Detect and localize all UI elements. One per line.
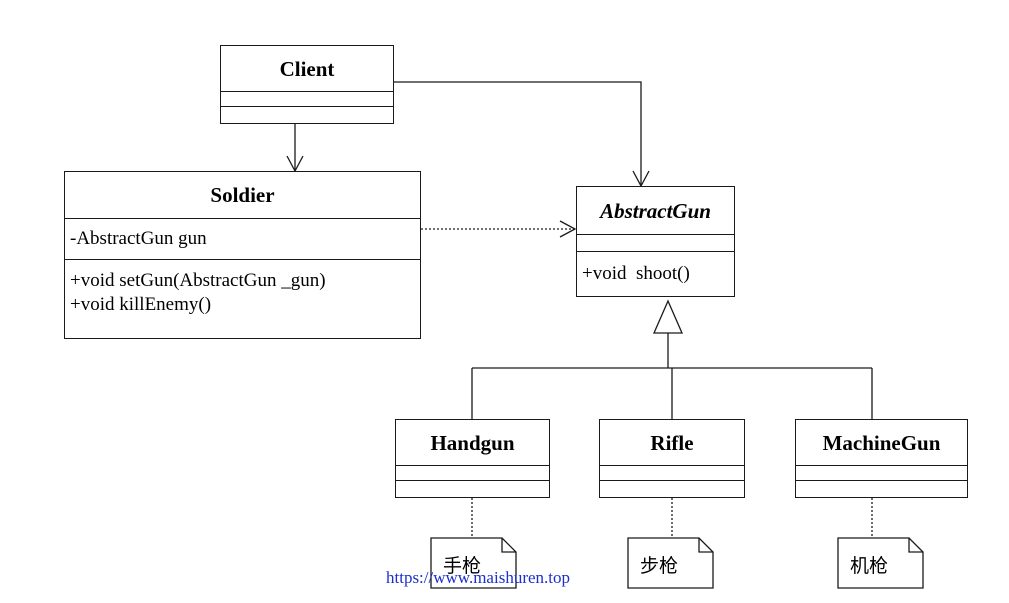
generalization-triangle — [653, 299, 683, 334]
class-soldier-methods: +void setGun(AbstractGun _gun) +void kil… — [65, 260, 420, 317]
class-soldier-attributes: -AbstractGun gun — [65, 219, 420, 260]
handgun-note-fold — [501, 538, 516, 553]
class-handgun-attributes — [396, 466, 549, 481]
class-handgun: Handgun — [395, 419, 550, 498]
client-abstractgun-association — [394, 81, 642, 186]
machinegun-note-fold — [908, 538, 923, 553]
class-abstract-gun: AbstractGun +void shoot() — [576, 186, 735, 297]
class-handgun-name: Handgun — [396, 420, 549, 466]
class-rifle: Rifle — [599, 419, 745, 498]
rifle-note-fold — [698, 538, 713, 553]
method-shoot: +void shoot() — [582, 263, 690, 284]
handgun-note-shape — [430, 537, 517, 589]
rifle-note-shape — [627, 537, 714, 589]
class-machine-gun: MachineGun — [795, 419, 968, 498]
dependency-arrowhead — [559, 220, 577, 238]
class-machine-gun-name: MachineGun — [796, 420, 967, 466]
class-abstract-gun-methods: +void shoot() — [577, 252, 734, 286]
class-machine-gun-methods — [796, 481, 967, 496]
class-abstract-gun-attributes — [577, 235, 734, 252]
class-machine-gun-attributes — [796, 466, 967, 481]
class-rifle-name: Rifle — [600, 420, 744, 466]
class-soldier-name: Soldier — [65, 172, 420, 219]
note-rifle: 步枪 — [640, 554, 679, 577]
class-client-attributes — [221, 92, 393, 107]
class-client: Client — [220, 45, 394, 124]
class-handgun-methods — [396, 481, 549, 496]
method-set-gun: +void setGun(AbstractGun _gun) — [70, 270, 326, 291]
method-kill-enemy: +void killEnemy() — [70, 294, 212, 315]
watermark-link[interactable]: https://www.maishuren.top — [386, 568, 570, 587]
machinegun-note-shape — [837, 537, 924, 589]
class-rifle-attributes — [600, 466, 744, 481]
note-machine-gun: 机枪 — [850, 554, 889, 577]
class-rifle-methods — [600, 481, 744, 496]
class-client-methods — [221, 107, 393, 122]
attribute-gun: -AbstractGun gun — [70, 228, 207, 249]
note-handgun: 手枪 — [443, 554, 482, 577]
class-soldier: Soldier -AbstractGun gun +void setGun(Ab… — [64, 171, 421, 339]
class-abstract-gun-name: AbstractGun — [577, 187, 734, 235]
class-client-name: Client — [221, 46, 393, 92]
